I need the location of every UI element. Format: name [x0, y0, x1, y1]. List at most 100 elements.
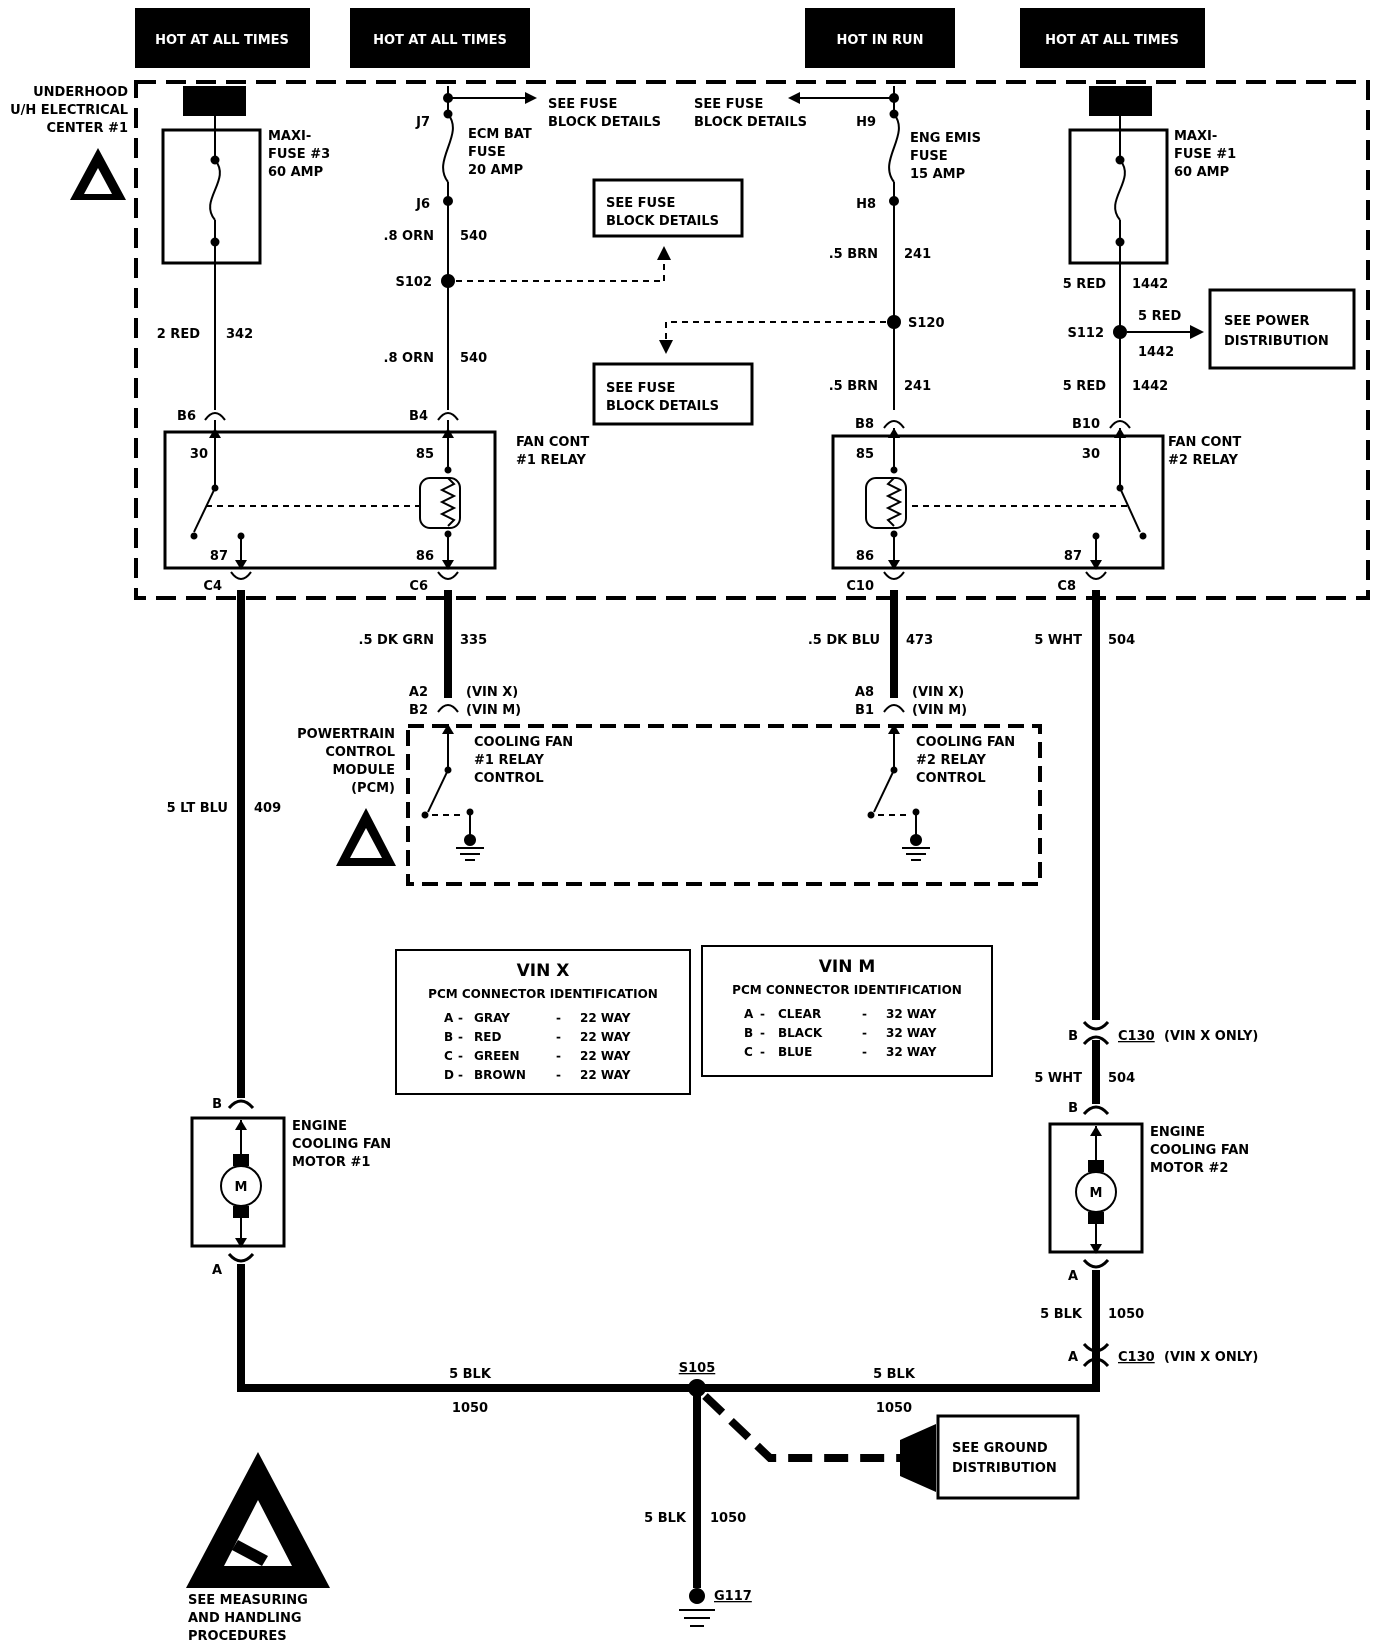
vinm-row: B - BLACK - 32 WAY	[744, 1026, 937, 1040]
svg-text:-: -	[760, 1007, 765, 1021]
wire-342-number: 342	[226, 327, 253, 342]
wire-1442c-color: 5 RED	[1063, 379, 1106, 394]
c130-lower-name: C130	[1118, 1350, 1155, 1365]
esd-warning-icon	[70, 148, 126, 200]
ground-g117: G117	[714, 1589, 752, 1604]
vinx-row: D - BROWN - 22 WAY	[444, 1068, 631, 1082]
wire-1442a-number: 1442	[1132, 277, 1168, 292]
relay2-label-1: FAN CONT	[1168, 435, 1241, 450]
motor2-label-1: ENGINE	[1150, 1125, 1205, 1140]
relay2-pin-b10: B10	[1072, 417, 1100, 432]
maxi-fuse-3-terminal	[183, 86, 246, 116]
see-fuse-box-upper-1: SEE FUSE	[606, 196, 675, 211]
maxi-fuse-1-label-2: FUSE #1	[1174, 147, 1236, 162]
ground-g117-dot	[689, 1588, 705, 1604]
see-ground-2: DISTRIBUTION	[952, 1461, 1057, 1476]
wire-335-color: .5 DK GRN	[359, 633, 434, 648]
see-fuse-top-1b: BLOCK DETAILS	[548, 115, 661, 130]
relay1-pin-87: 87	[210, 549, 228, 564]
svg-text:-: -	[458, 1049, 463, 1063]
pcm-pin-b1: B1	[855, 703, 874, 718]
relay2-pin-85: 85	[856, 447, 874, 462]
c130-lower-pin: A	[1068, 1350, 1078, 1365]
maxi-fuse-3-label-1: MAXI-	[268, 129, 311, 144]
splice-s120-dot	[887, 315, 901, 329]
svg-text:-: -	[862, 1045, 867, 1059]
relay2-pin-30: 30	[1082, 447, 1100, 462]
pcm-cf1-label-2: #1 RELAY	[474, 753, 544, 768]
fan-control-relay-1	[163, 430, 497, 570]
ecm-fuse-label-2: FUSE	[468, 145, 506, 160]
center-label-3: CENTER #1	[46, 121, 128, 136]
motor1-m: M	[235, 1180, 248, 1195]
wire-241a-number: 241	[904, 247, 931, 262]
pcm-label-3: MODULE	[333, 763, 396, 778]
eng-fuse-label-1: ENG EMIS	[910, 131, 981, 146]
maxi-fuse-1-label-1: MAXI-	[1174, 129, 1217, 144]
wire-1050d-color: 5 BLK	[644, 1511, 687, 1526]
pcm-vinx-1: (VIN X)	[466, 685, 518, 700]
wire-504b-number: 504	[1108, 1071, 1135, 1086]
supply-header-4: HOT AT ALL TIMES	[1020, 8, 1205, 68]
relay2-pin-c8: C8	[1057, 579, 1076, 594]
maxi-fuse-3-label-3: 60 AMP	[268, 165, 323, 180]
wire-1050b-color: 5 BLK	[873, 1367, 916, 1382]
svg-text:-: -	[862, 1007, 867, 1021]
motor2-pin-a: A	[1068, 1269, 1078, 1284]
svg-text:-: -	[760, 1026, 765, 1040]
pcm-cf1-label-1: COOLING FAN	[474, 735, 573, 750]
vinx-row: B - RED - 22 WAY	[444, 1030, 631, 1044]
vinm-row-way: 32 WAY	[886, 1007, 937, 1021]
wire-473-number: 473	[906, 633, 933, 648]
pcm-cf2-label-1: COOLING FAN	[916, 735, 1015, 750]
vinx-row-pin: C	[444, 1049, 453, 1063]
relay1-label-1: FAN CONT	[516, 435, 589, 450]
pcm-pin-a8: A8	[855, 685, 874, 700]
relay2-pin-b8: B8	[855, 417, 874, 432]
vinx-subtitle: PCM CONNECTOR IDENTIFICATION	[428, 987, 658, 1001]
pcm-label-2: CONTROL	[325, 745, 395, 760]
wire-504a-number: 504	[1108, 633, 1135, 648]
relay2-pin-86: 86	[856, 549, 874, 564]
wire-540b-number: 540	[460, 351, 487, 366]
relay1-pin-b4: B4	[409, 409, 428, 424]
motor1-pin-b: B	[212, 1097, 222, 1112]
maxi-fuse-1-label-3: 60 AMP	[1174, 165, 1229, 180]
supply-label-2: HOT AT ALL TIMES	[373, 33, 507, 48]
vinx-row-way: 22 WAY	[580, 1011, 631, 1025]
supply-header-2: HOT AT ALL TIMES	[350, 8, 530, 68]
supply-header-3: HOT IN RUN	[805, 8, 955, 68]
esd-handling-icon	[186, 1452, 330, 1588]
wire-540a-color: .8 ORN	[384, 229, 434, 244]
eng-fuse-bottom-pin: H8	[856, 197, 876, 212]
wire-473-color: .5 DK BLU	[808, 633, 880, 648]
see-fuse-top-2a: SEE FUSE	[694, 97, 763, 112]
pcm-vinm-2: (VIN M)	[912, 703, 967, 718]
center-label-2: U/H ELECTRICAL	[10, 103, 128, 118]
splice-s105: S105	[679, 1361, 716, 1376]
svg-text:-: -	[556, 1030, 561, 1044]
wire-1050a-color: 5 BLK	[449, 1367, 492, 1382]
vinm-row-way: 32 WAY	[886, 1045, 937, 1059]
center-label-1: UNDERHOOD	[33, 85, 128, 100]
splice-s112-dot	[1113, 325, 1127, 339]
vinx-row-pin: B	[444, 1030, 453, 1044]
wire-342-color: 2 RED	[157, 327, 200, 342]
pcm-vinx-2: (VIN X)	[912, 685, 964, 700]
vinm-row-pin: C	[744, 1045, 753, 1059]
pcm-esd-icon	[336, 808, 396, 866]
vinm-row-way: 32 WAY	[886, 1026, 937, 1040]
motor2-label-2: COOLING FAN	[1150, 1143, 1249, 1158]
see-measure-3: PROCEDURES	[188, 1629, 287, 1644]
relay1-pin-b6: B6	[177, 409, 196, 424]
relay1-pin-86: 86	[416, 549, 434, 564]
splice-s102-dot	[441, 274, 455, 288]
svg-text:-: -	[458, 1011, 463, 1025]
vinx-row-way: 22 WAY	[580, 1068, 631, 1082]
vinm-title: VIN M	[819, 957, 876, 977]
vinx-row-color: BROWN	[474, 1068, 526, 1082]
svg-text:-: -	[862, 1026, 867, 1040]
wire-504b-color: 5 WHT	[1034, 1071, 1082, 1086]
see-fuse-top-2b: BLOCK DETAILS	[694, 115, 807, 130]
